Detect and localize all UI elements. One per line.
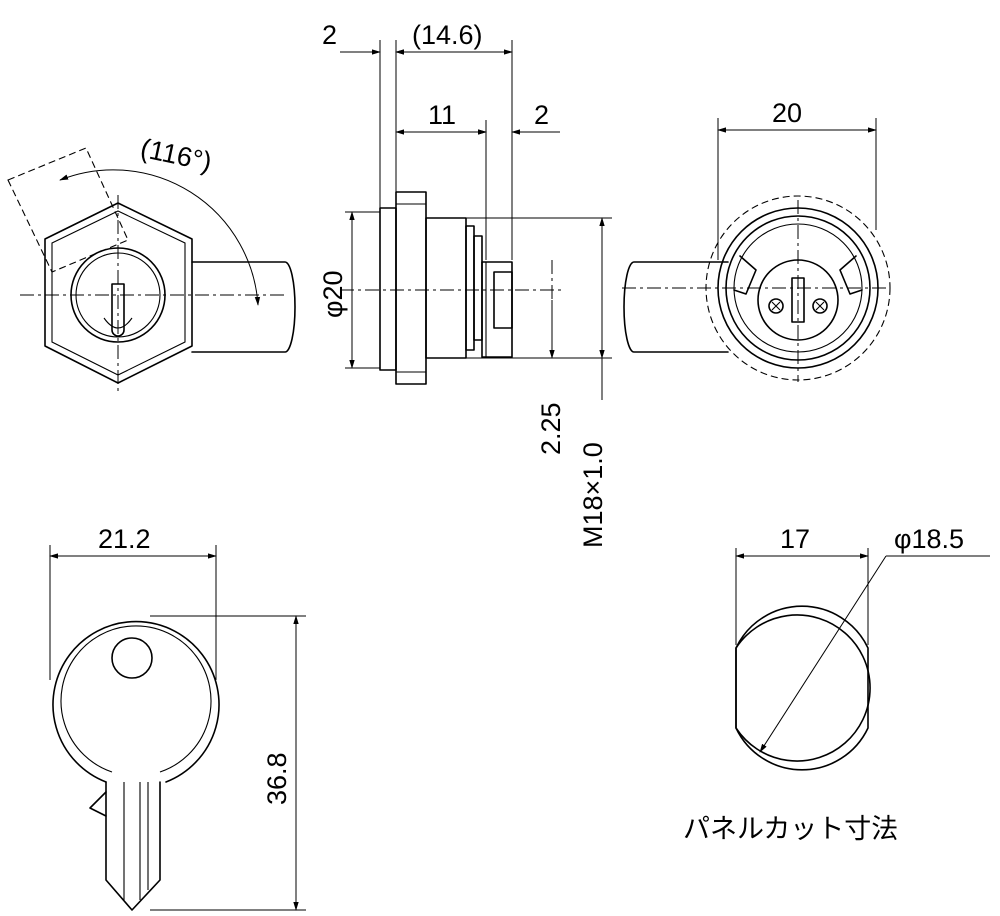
flange-thickness-label: 2: [322, 20, 337, 50]
hex-nut-side: [395, 191, 427, 385]
panel-cut-view: 17 φ18.5 パネルカット寸法: [683, 524, 990, 845]
key-blade: [105, 781, 161, 911]
front-width-label: 20: [772, 98, 802, 128]
panel-cut-caption: パネルカット寸法: [683, 814, 898, 845]
key-hole: [111, 637, 153, 679]
rear-cam-arm: [623, 261, 729, 353]
rotated-cam-dashed: [7, 147, 129, 273]
side-view: 2 (14.6) 11 2 φ20 2.25: [318, 20, 612, 548]
key-width-label: 21.2: [98, 524, 151, 554]
rotation-arc: [59, 169, 261, 306]
screw-left: [768, 298, 784, 314]
key-length-label: 36.8: [262, 752, 292, 805]
front-view-with-cam: (116°): [7, 133, 296, 392]
thread-label: M18×1.0: [578, 442, 608, 548]
screw-right: [812, 298, 828, 314]
threaded-body: [425, 217, 467, 359]
body-diameter-label: φ20: [318, 270, 348, 318]
cutout-shape: [735, 614, 871, 762]
cam-thickness-label: 2: [534, 100, 549, 130]
flange: [379, 207, 397, 371]
cam-offset-label: 2.25: [536, 402, 566, 455]
cutout-diameter-label: φ18.5: [894, 524, 964, 554]
cam-arm: [191, 261, 296, 353]
cutout-flat-label: 17: [780, 524, 810, 554]
key-view: 21.2 36.8: [49, 524, 306, 911]
keyway: [111, 283, 125, 337]
rotation-angle-label: (116°): [138, 133, 214, 177]
rear-view: 20: [622, 98, 891, 382]
overall-length-label: (14.6): [412, 20, 483, 50]
key-head: [52, 620, 220, 783]
body-length-label: 11: [428, 100, 456, 130]
